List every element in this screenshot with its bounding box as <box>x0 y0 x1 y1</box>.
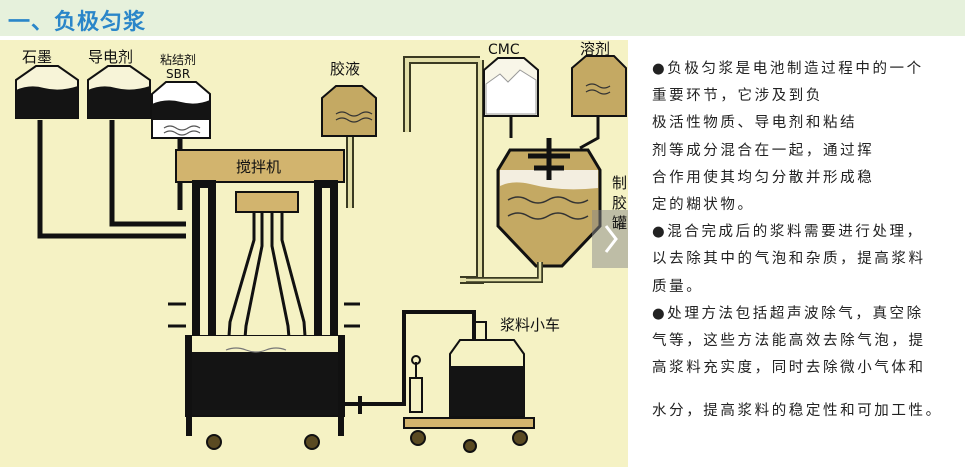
label-glue-tank-3: 罐 <box>612 214 627 232</box>
slurry-cart <box>403 321 535 453</box>
label-glue-tank-1: 制 <box>612 174 627 192</box>
label-cmc: CMC <box>488 42 520 58</box>
description-line: 高浆料充实度，同时去除微小气体和 <box>652 360 926 377</box>
description-line: 剂等成分混合在一起，通过挥 <box>652 142 875 159</box>
process-illustration: 石墨 导电剂 粘结剂 SBR 胶液 CMC 溶剂 搅拌机 制 胶 罐 浆料小车 <box>0 40 628 467</box>
label-glue: 胶液 <box>330 60 360 78</box>
description-line: 质量。 <box>652 278 704 295</box>
description-line: 合作用使其均匀分散并形成稳 <box>652 169 875 186</box>
label-binder-sbr: SBR <box>166 67 190 81</box>
conductive-agent-hopper <box>87 65 151 119</box>
description-line: 气等，这些方法能高效去除气泡，提 <box>652 333 926 350</box>
section-header: 一、负极匀浆 <box>0 0 965 36</box>
gas-bottle <box>409 355 423 413</box>
section-title: 一、负极匀浆 <box>8 10 147 35</box>
slurry-process-diagram: 石墨 导电剂 粘结剂 SBR 胶液 CMC 溶剂 搅拌机 制 胶 罐 浆料小车 <box>0 40 628 467</box>
description-text: ●负极匀浆是电池制造过程中的一个 重要环节，它涉及到负 极活性物质、导电剂和粘结… <box>652 56 960 426</box>
description-line: 定的糊状物。 <box>652 197 755 214</box>
label-solvent: 溶剂 <box>580 40 610 58</box>
label-slurry-cart: 浆料小车 <box>500 316 560 334</box>
glue-hopper <box>321 85 377 137</box>
mixer <box>168 149 476 450</box>
graphite-hopper <box>15 65 79 119</box>
description-line: ●处理方法包括超声波除气，真空除 <box>652 305 924 322</box>
solvent-hopper <box>571 55 627 117</box>
description-line: 水分，提高浆料的稳定性和可加工性。 <box>652 403 943 420</box>
next-arrow-icon[interactable] <box>592 210 628 268</box>
binder-hopper <box>151 81 211 139</box>
description-line: 极活性物质、导电剂和粘结 <box>652 115 858 132</box>
description-line: 重要环节，它涉及到负 <box>652 88 823 105</box>
label-binder: 粘结剂 <box>160 52 196 67</box>
description-line: ●混合完成后的浆料需要进行处理， <box>652 224 924 241</box>
label-glue-tank-2: 胶 <box>612 194 627 212</box>
description-line: 以去除其中的气泡和杂质，提高浆料 <box>652 251 926 268</box>
label-graphite: 石墨 <box>22 48 52 66</box>
description-line: ●负极匀浆是电池制造过程中的一个 <box>652 61 924 77</box>
cmc-hopper <box>483 57 539 117</box>
label-conductive-agent: 导电剂 <box>88 48 133 66</box>
label-mixer: 搅拌机 <box>236 158 281 176</box>
